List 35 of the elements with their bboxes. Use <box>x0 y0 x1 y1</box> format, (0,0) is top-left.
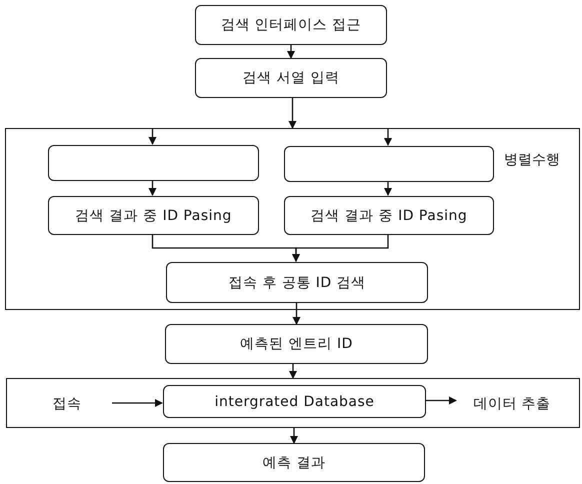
process-box <box>284 196 494 235</box>
box-label: 검색 결과 중 ID Pasing <box>310 206 468 224</box>
process-box <box>163 385 426 418</box>
process-box <box>166 262 428 303</box>
arrow <box>384 128 392 146</box>
process-box <box>165 324 428 364</box>
arrow <box>148 128 156 145</box>
box-label: 검색 서열 입력 <box>242 69 340 87</box>
arrow <box>290 428 298 444</box>
arrow <box>288 98 296 129</box>
process-box <box>48 196 259 235</box>
box-label: 검색 인터페이스 접근 <box>220 16 362 34</box>
box-label: intergrated Database <box>214 394 374 410</box>
process-box <box>195 58 387 98</box>
arrow <box>384 181 392 196</box>
arrow <box>112 399 163 407</box>
group-label: 병렬수행 <box>504 151 560 169</box>
group-frame <box>6 378 580 428</box>
group-frame <box>5 128 580 310</box>
process-box <box>48 145 259 181</box>
box-label: 예측된 엔트리 ID <box>240 335 353 353</box>
box-label: 예측 결과 <box>262 454 326 472</box>
box-label: 검색 결과 중 ID Pasing <box>75 206 232 224</box>
box-label: 접속 후 공통 ID 검색 <box>228 274 366 292</box>
node-label: 접속 <box>52 395 82 413</box>
arrow <box>148 180 156 196</box>
arrow <box>292 302 300 325</box>
process-box <box>284 146 494 182</box>
arrow <box>292 234 389 262</box>
arrow <box>287 45 295 59</box>
node-label: 데이터 추출 <box>473 395 551 413</box>
arrow <box>425 396 457 404</box>
process-box <box>163 443 425 482</box>
arrow <box>289 364 297 379</box>
process-box <box>195 5 387 45</box>
